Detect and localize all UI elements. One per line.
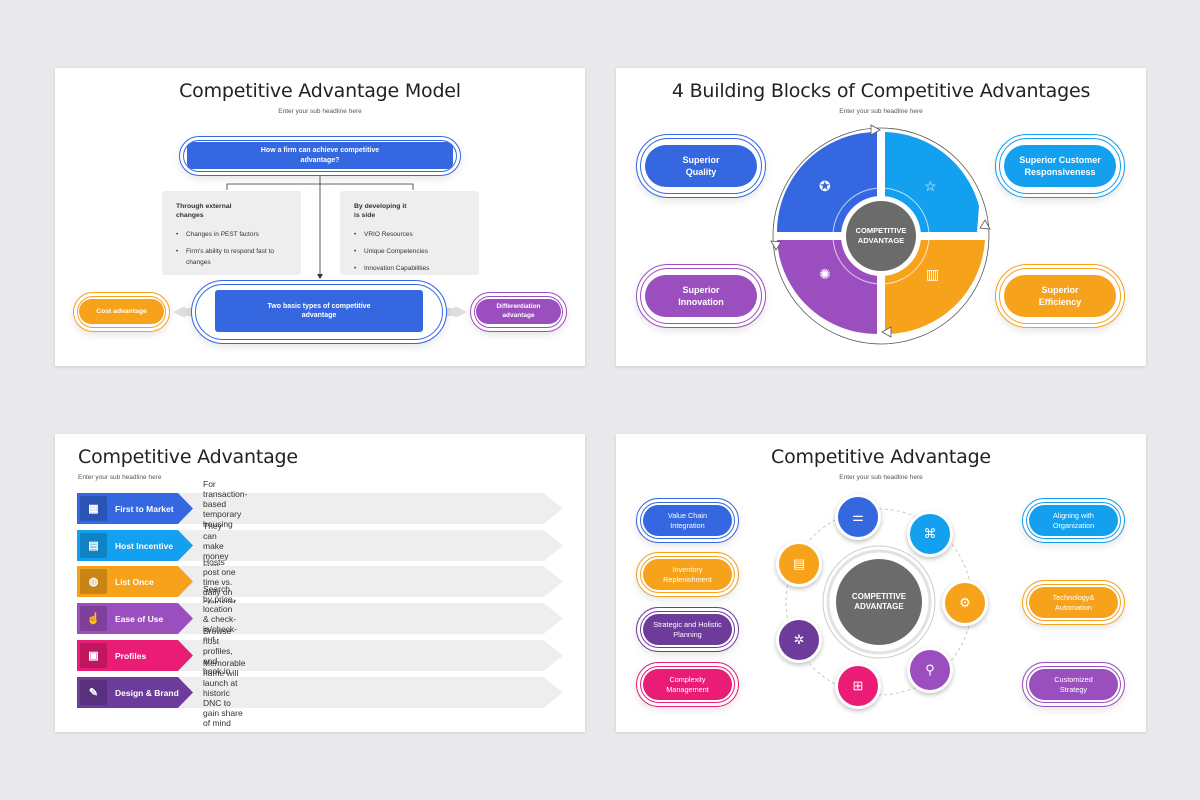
customer-rating-icon: ☆ xyxy=(924,178,937,194)
slide-subtitle: Enter your sub headline here xyxy=(839,474,923,481)
external-changes-heading: Through external changes xyxy=(176,203,232,219)
row-description: For transaction-based temporary housing … xyxy=(203,478,248,539)
money-stack-icon: ▤ xyxy=(80,533,107,558)
hierarchy-icon: ⊞ xyxy=(835,663,881,709)
growth-chart-icon: ▥ xyxy=(926,266,940,282)
slide-competitive-advantage-cycle: Competitive Advantage Enter your sub hea… xyxy=(616,434,1146,732)
row-label: Profiles xyxy=(115,650,147,661)
cost-advantage-pill: Cost advantage xyxy=(79,299,164,324)
row-label: First to Market xyxy=(115,503,174,514)
value-chain-pill: Value Chain Integration xyxy=(643,505,732,536)
gear-cog-icon: ⚙ xyxy=(942,580,988,626)
award-ribbon-icon: ✪ xyxy=(819,178,831,194)
row-label: Design & Brand xyxy=(115,687,179,698)
question-pill: How a firm can achieve competitive advan… xyxy=(187,142,453,169)
slide-title: Competitive Advantage Model xyxy=(179,80,461,102)
center-label: COMPETITIVE ADVANTAGE xyxy=(851,591,907,611)
innovation-pill: Superior Innovation xyxy=(645,275,757,317)
row-tag: ◍ List Once xyxy=(77,566,193,597)
center-label: COMPETITIVE ADVANTAGE xyxy=(855,226,907,245)
external-item: Changes in PEST factors xyxy=(176,229,287,240)
slide-subtitle: Enter your sub headline here xyxy=(839,108,923,115)
hand-touch-icon: ☝ xyxy=(80,606,107,631)
conveyor-icon: ⚌ xyxy=(835,494,881,540)
row-label: Host Incentive xyxy=(115,540,174,551)
row-tag: ✎ Design & Brand xyxy=(77,677,193,708)
internal-item: Innovation Capabilities xyxy=(354,263,465,274)
row-tag: ▣ Profiles xyxy=(77,640,193,671)
internal-development-box: By developing it is side VRIO Resources … xyxy=(340,191,479,275)
slide-title: 4 Building Blocks of Competitive Advanta… xyxy=(671,80,1091,102)
external-item: Firm's ability to respond fast to change… xyxy=(176,246,276,268)
row-tag: ☝ Ease of Use xyxy=(77,603,193,634)
slide-subtitle: Enter your sub headline here xyxy=(78,474,162,481)
market-board-icon: ▦ xyxy=(80,496,107,521)
internal-development-heading: By developing it is side xyxy=(354,203,407,219)
profile-card-icon: ▣ xyxy=(80,643,107,668)
strategic-planning-pill: Strategic and Holistic Planning xyxy=(643,614,732,645)
list-globe-icon: ◍ xyxy=(80,569,107,594)
efficiency-pill: Superior Efficiency xyxy=(1004,275,1116,317)
slide-building-blocks: 4 Building Blocks of Competitive Advanta… xyxy=(616,68,1146,366)
slide-competitive-advantage-model: Competitive Advantage Model Enter your s… xyxy=(55,68,585,366)
gear-user-icon: ✲ xyxy=(776,617,822,663)
lightbulb-gear-icon: ✺ xyxy=(819,266,831,282)
row-tag: ▦ First to Market xyxy=(77,493,193,524)
network-icon: ⌘ xyxy=(907,511,953,557)
quadrant-quality xyxy=(777,132,877,232)
slide-title: Competitive Advantage xyxy=(78,446,298,468)
internal-item: VRIO Resources xyxy=(354,229,465,240)
differentiation-advantage-pill: Differentiation advantage xyxy=(476,299,561,324)
slide-title: Competitive Advantage xyxy=(771,446,991,468)
external-changes-box: Through external changes Changes in PEST… xyxy=(162,191,301,275)
internal-item: Unique Competencies xyxy=(354,246,465,257)
inventory-pill: Inventory Replenishment xyxy=(643,559,732,590)
quadrant-wheel xyxy=(770,124,991,345)
slide-subtitle: Enter your sub headline here xyxy=(278,108,362,115)
magnifier-icon: ⚲ xyxy=(907,647,953,693)
row-description: Memorable name will launch at historic D… xyxy=(203,658,246,728)
row-tag: ▤ Host Incentive xyxy=(77,530,193,561)
center-pill: Two basic types of competitive advantage xyxy=(215,290,423,332)
technology-pill: Technology& Automation xyxy=(1029,587,1118,618)
pen-design-icon: ✎ xyxy=(80,680,107,705)
row-label: Ease of Use xyxy=(115,613,164,624)
complexity-pill: Complexity Management xyxy=(643,669,732,700)
slide-competitive-advantage-list: Competitive Advantage Enter your sub hea… xyxy=(55,434,585,732)
quality-pill: Superior Quality xyxy=(645,145,757,187)
row-label: List Once xyxy=(115,576,154,587)
aligning-pill: Aligning with Organization xyxy=(1029,505,1118,536)
customized-strategy-pill: Customized Strategy xyxy=(1029,669,1118,700)
responsiveness-pill: Superior Customer Responsiveness xyxy=(1004,145,1116,187)
document-icon: ▤ xyxy=(776,541,822,587)
